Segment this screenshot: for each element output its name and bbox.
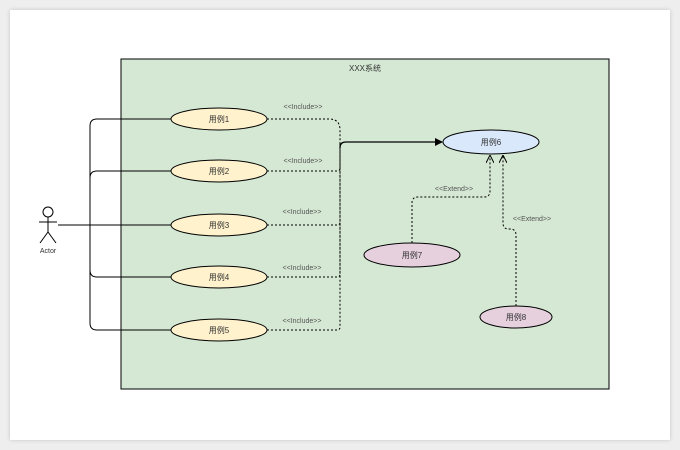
use-case-4[interactable]: 用例4 xyxy=(170,265,268,289)
include-line-5 xyxy=(267,142,341,331)
assoc-uc1 xyxy=(89,118,171,225)
system-title: XXX系统 xyxy=(349,63,381,73)
assoc-uc5 xyxy=(89,225,171,331)
include-lines xyxy=(267,118,341,331)
include-line-2 xyxy=(267,142,341,172)
actor-label: Actor xyxy=(40,248,57,255)
extend-lines xyxy=(411,156,517,306)
use-case-1[interactable]: 用例1 xyxy=(170,107,268,131)
use-case-4-label: 用例4 xyxy=(209,272,230,282)
use-case-2-label: 用例2 xyxy=(209,166,230,176)
use-case-5-label: 用例5 xyxy=(209,325,230,335)
include-label-2: <<Include>> xyxy=(284,158,323,165)
include-line-3 xyxy=(267,142,341,226)
use-case-8[interactable]: 用例8 xyxy=(479,305,553,329)
actor-associations xyxy=(58,118,171,331)
use-case-3[interactable]: 用例3 xyxy=(170,213,268,237)
actor-head xyxy=(42,206,54,218)
include-label-3: <<Include>> xyxy=(283,209,322,216)
extend-label-8: <<Extend>> xyxy=(513,216,551,223)
use-case-8-label: 用例8 xyxy=(506,312,527,322)
include-label-5: <<Include>> xyxy=(283,318,322,325)
use-case-6-label: 用例6 xyxy=(481,137,502,147)
actor-right-leg xyxy=(47,231,57,244)
include-line-4 xyxy=(267,142,341,278)
actor: Actor xyxy=(39,206,57,255)
assoc-uc2 xyxy=(89,170,171,225)
use-case-2[interactable]: 用例2 xyxy=(170,159,268,183)
use-case-5[interactable]: 用例5 xyxy=(170,318,268,342)
use-case-6[interactable]: 用例6 xyxy=(442,129,540,155)
extend-line-8 xyxy=(503,156,517,306)
include-label-4: <<Include>> xyxy=(283,265,322,272)
include-arrow xyxy=(339,138,443,149)
actor-left-leg xyxy=(39,231,49,244)
include-label-1: <<Include>> xyxy=(284,104,323,111)
use-case-1-label: 用例1 xyxy=(209,114,230,124)
use-case-7[interactable]: 用例7 xyxy=(363,242,461,268)
use-case-3-label: 用例3 xyxy=(209,220,230,230)
extend-label-7: <<Extend>> xyxy=(435,186,473,193)
use-case-7-label: 用例7 xyxy=(402,250,423,260)
